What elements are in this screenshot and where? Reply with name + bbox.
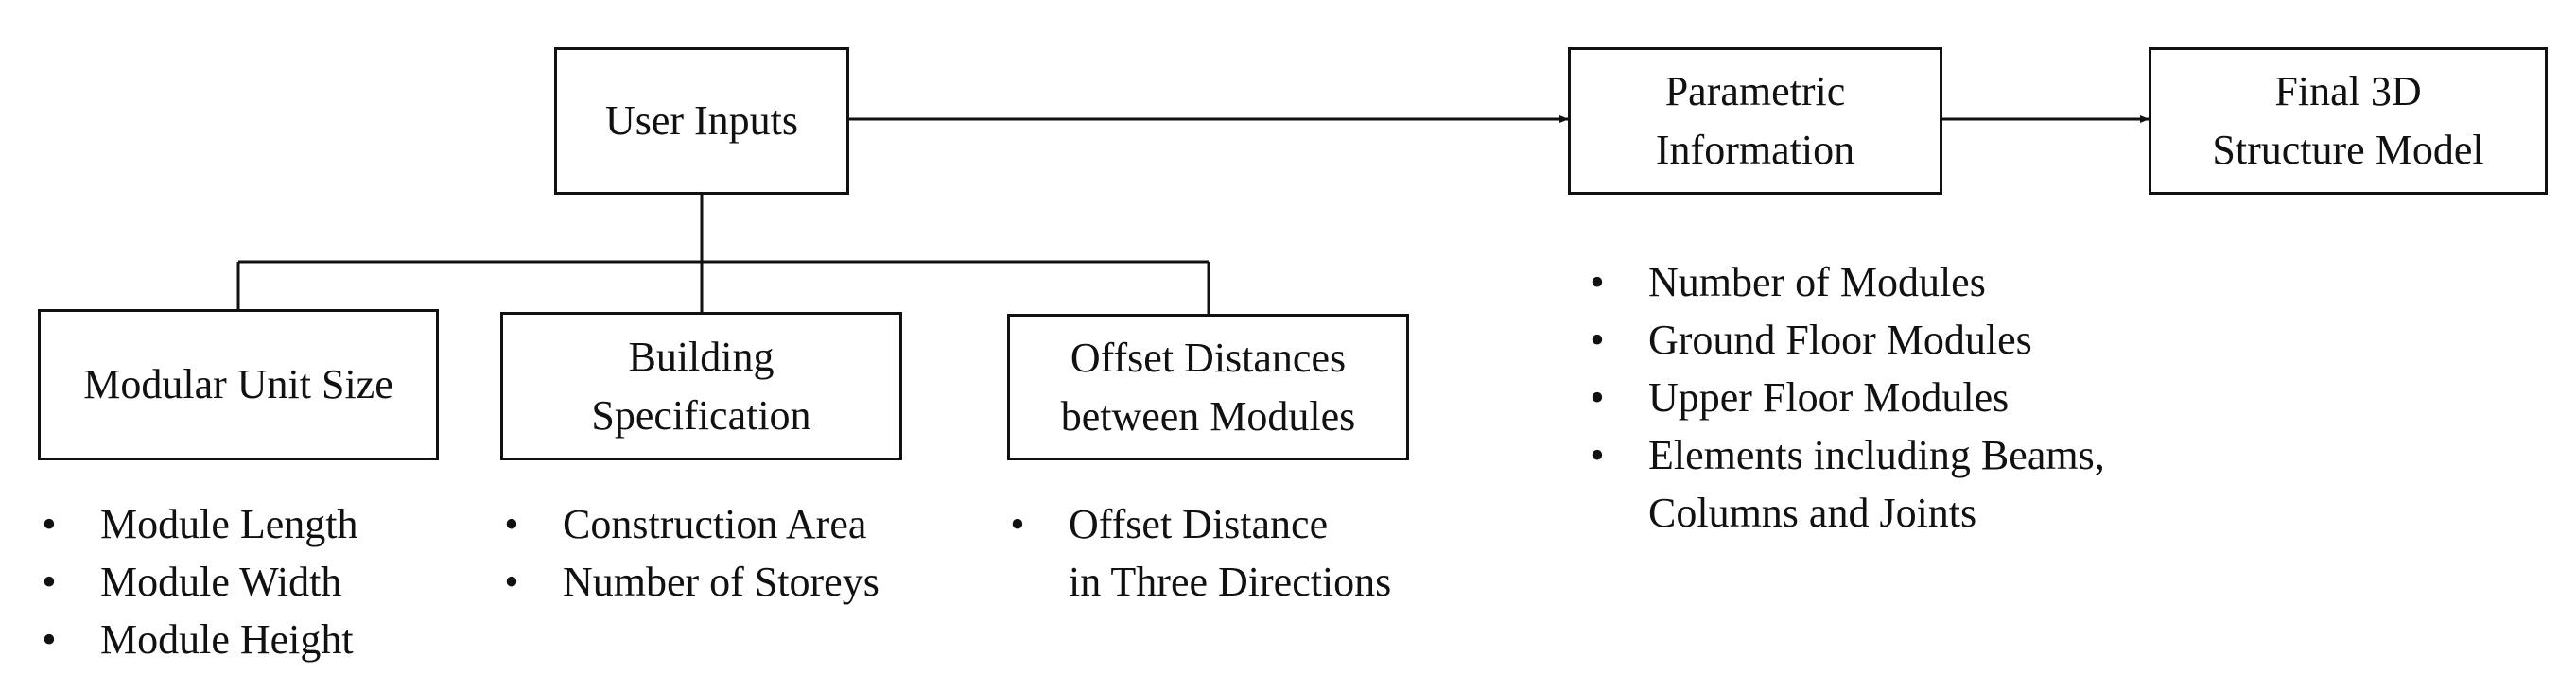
node-final-3d-structure-model: Final 3D Structure Model	[2149, 47, 2548, 195]
bullet-icon: •	[1010, 501, 1025, 547]
list-item-text: Module Length	[100, 501, 358, 547]
bullet-icon: •	[1590, 317, 1605, 363]
list-item: • Offset Distance in Three Directions	[1008, 495, 1391, 611]
list-item-text: Upper Floor Modules	[1648, 374, 2010, 421]
list-item: • Module Height	[40, 611, 358, 668]
list-item-text: Module Width	[100, 559, 342, 605]
node-label-line: Parametric	[1664, 68, 1846, 114]
bullet-icon: •	[42, 501, 57, 547]
list-item: • Ground Floor Modules	[1588, 311, 2105, 369]
list-item: • Construction Area	[502, 495, 879, 553]
node-label-line: Modular Unit Size	[83, 361, 393, 407]
bullet-icon: •	[504, 559, 519, 605]
bullet-icon: •	[42, 616, 57, 663]
node-modular-unit-size: Modular Unit Size	[38, 309, 439, 460]
node-user-inputs: User Inputs	[554, 47, 849, 195]
list-item-text: Number of Modules	[1648, 259, 1986, 305]
list-item: • Upper Floor Modules	[1588, 369, 2105, 426]
list-item-text: Module Height	[100, 616, 354, 663]
node-label-line: User Inputs	[604, 97, 799, 144]
node-label-line: Final 3D	[2274, 68, 2422, 114]
list-modular-unit-size: • Module Length • Module Width • Module …	[40, 495, 358, 668]
list-item: • Number of Modules	[1588, 253, 2105, 311]
list-item-text: Number of Storeys	[563, 559, 879, 605]
node-label-line: Information	[1655, 127, 1855, 173]
bullet-icon: •	[504, 501, 519, 547]
node-parametric-information: Parametric Information	[1568, 47, 1942, 195]
node-offset-distances-between-modules: Offset Distances between Modules	[1007, 314, 1409, 460]
list-item: • Module Width	[40, 553, 358, 611]
node-label-line: Offset Distances	[1070, 334, 1347, 381]
list-item-text: Columns and Joints	[1648, 490, 1977, 536]
list-item: • Number of Storeys	[502, 553, 879, 611]
list-item-text: Offset Distance	[1069, 501, 1329, 547]
bullet-icon: •	[1590, 259, 1605, 305]
list-parametric-information: • Number of Modules • Ground Floor Modul…	[1588, 253, 2105, 542]
node-label-line: Structure Model	[2212, 127, 2484, 173]
node-label-line: Building	[628, 333, 775, 380]
list-item: • Elements including Beams, Columns and …	[1588, 426, 2105, 542]
list-item-text: Ground Floor Modules	[1648, 317, 2032, 363]
node-building-specification: Building Specification	[500, 312, 902, 460]
node-label-line: Specification	[591, 391, 811, 439]
bullet-icon: •	[1590, 374, 1605, 421]
list-item: • Module Length	[40, 495, 358, 553]
bullet-icon: •	[42, 559, 57, 605]
list-building-specification: • Construction Area • Number of Storeys	[502, 495, 879, 611]
list-item-text: Elements including Beams,	[1648, 432, 2105, 478]
list-offset-distances: • Offset Distance in Three Directions	[1008, 495, 1391, 611]
list-item-text: in Three Directions	[1069, 559, 1392, 605]
list-item-text: Construction Area	[563, 501, 867, 547]
bullet-icon: •	[1590, 432, 1605, 478]
node-label-line: between Modules	[1060, 392, 1356, 440]
